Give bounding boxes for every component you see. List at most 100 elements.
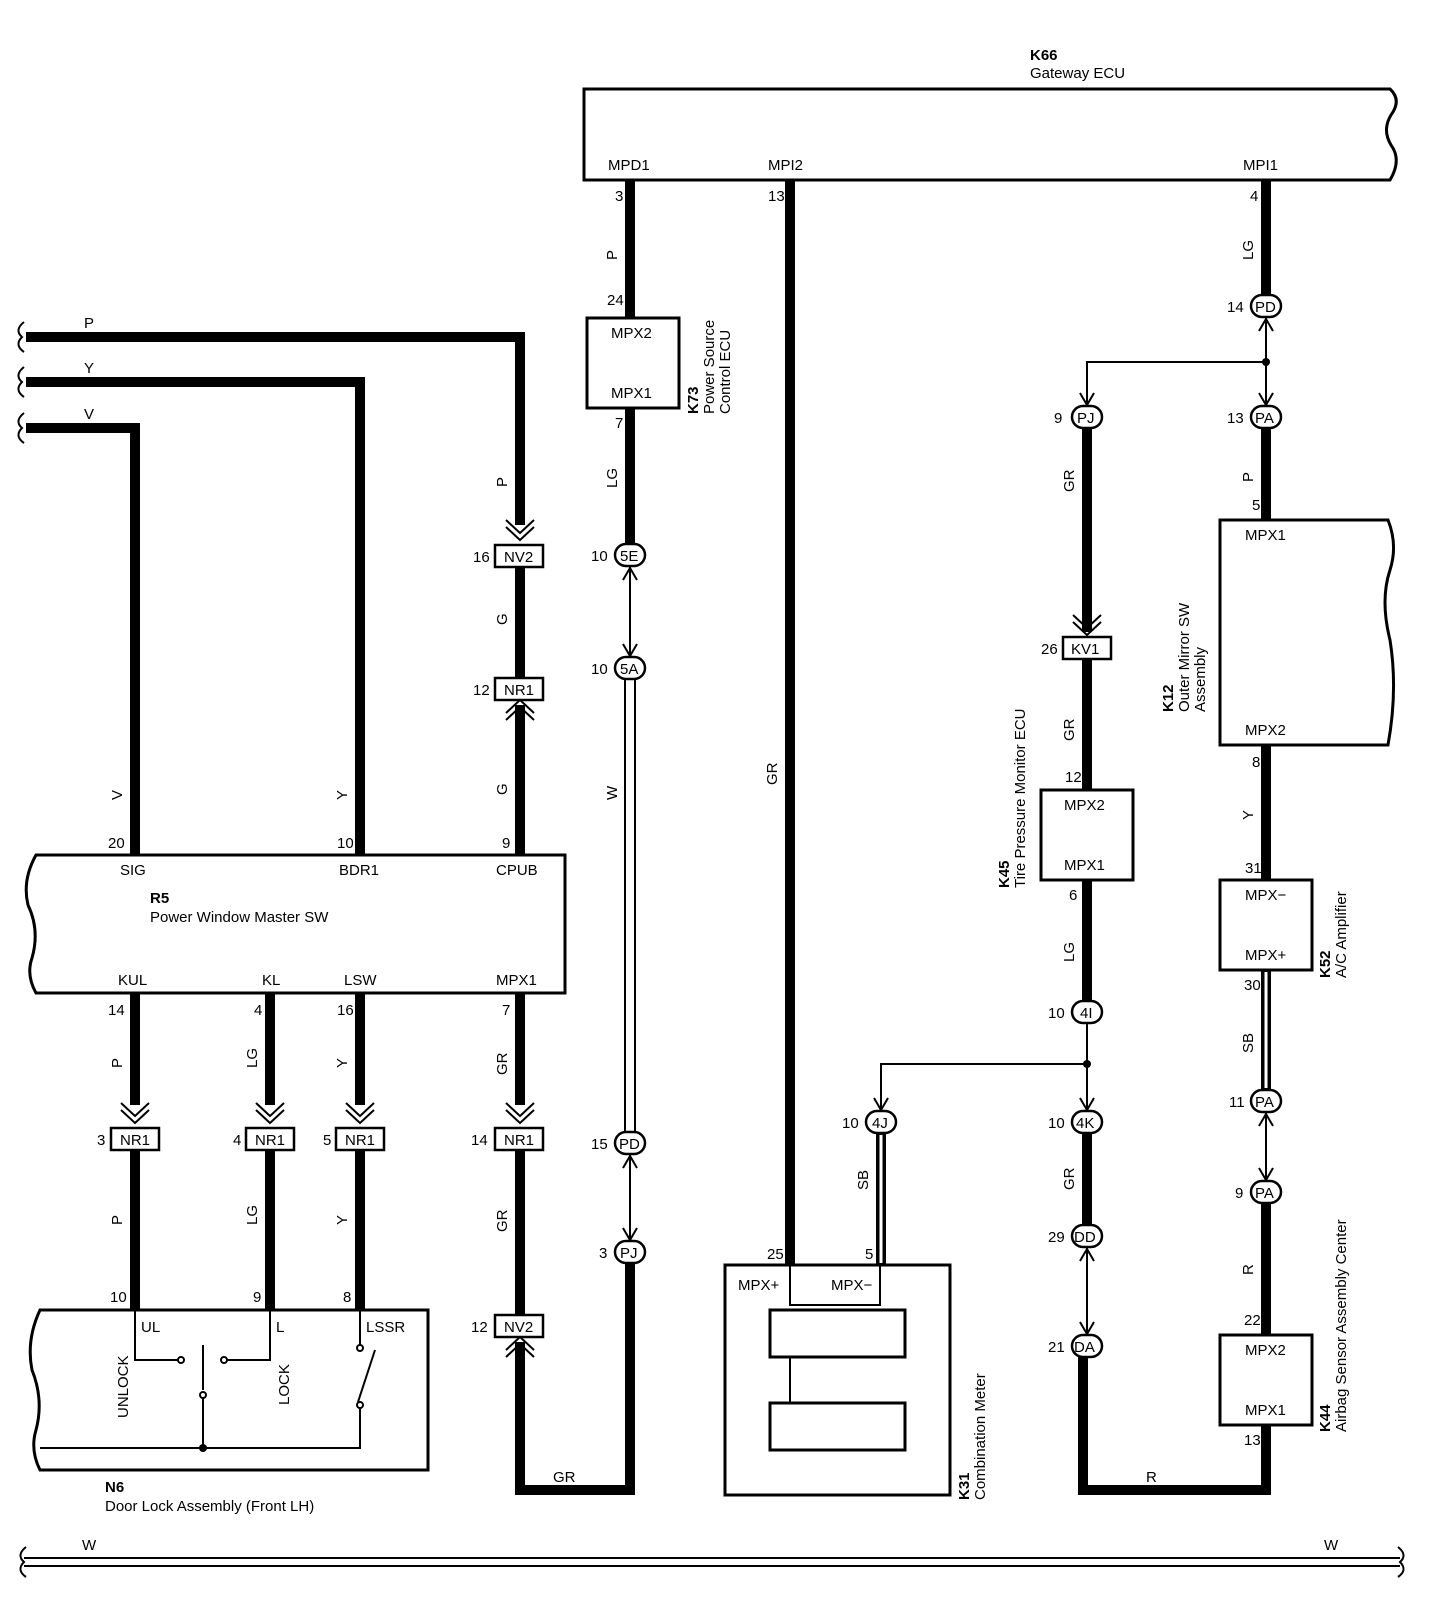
gateway-ecu-box: [582, 87, 1398, 182]
break-mark-y: [17, 366, 25, 398]
wire-color-bdr1-y: Y: [334, 790, 351, 800]
pin-nr1-d: 14: [471, 1132, 488, 1149]
connector-nr1-a-label: NR1: [120, 1132, 150, 1149]
ac-amplifier: 31 MPX− MPX+ K52 A/C Amplifier 30 SB PA …: [1218, 860, 1350, 1335]
wire-color-nr1-g: G: [494, 783, 511, 795]
junction-4k-label: 4K: [1076, 1115, 1094, 1132]
pin-nv2-lower: 12: [471, 1319, 488, 1336]
wire-color-k45-lg: LG: [1061, 942, 1078, 962]
junction-pj-right-label: PJ: [1077, 410, 1095, 427]
k73-box: [585, 316, 681, 410]
wire-color-bottom-w-left: W: [82, 1537, 97, 1554]
pin-kv1: 26: [1041, 641, 1058, 658]
n6-ul-line: [134, 1310, 178, 1361]
outer-mirror-sw: MPX1 MPX2 K12 Outer Mirror SW Assembly 8…: [1160, 518, 1396, 880]
door-lock-assembly: UL L LSSR UNLOCK LOCK N6 Door Lock Assem…: [28, 1308, 430, 1515]
wire-color-bottom-r: R: [1146, 1469, 1157, 1486]
r5-pin-kl: KL: [262, 972, 280, 989]
k52-code: K52: [1317, 950, 1334, 978]
pin-j4j: 10: [842, 1115, 859, 1132]
n6-name: Door Lock Assembly (Front LH): [105, 1498, 314, 1515]
pin-k12-top: 5: [1252, 497, 1260, 514]
wire-branch-4j: [880, 1063, 1087, 1110]
left-bus: P Y V: [17, 315, 525, 855]
wire-color-pj-gr: GR: [1061, 469, 1078, 492]
wire-color-bus-y: Y: [84, 360, 94, 377]
n6-lssr-pivot: [356, 1401, 364, 1409]
connector-nv2-upper-label: NV2: [504, 549, 533, 566]
r5-code: R5: [150, 890, 169, 907]
wire-bottom-gr: [515, 1263, 635, 1495]
n6-pin-l: L: [276, 1319, 284, 1336]
r5-pin-mpx1: MPX1: [496, 972, 537, 989]
k12-pin-bottom: MPX2: [1245, 722, 1286, 739]
wire-color-bottom-w-right: W: [1324, 1537, 1339, 1554]
n6-box: [28, 1308, 430, 1472]
r5-lower-wires: P LG Y NR1 3 NR1 4 NR1 5 P LG Y 10 9 8: [97, 993, 386, 1310]
pin-k73-bottom: 7: [615, 415, 623, 432]
pin-pj-mid: 3: [599, 1245, 607, 1262]
pin-mpd1: MPD1: [608, 157, 650, 174]
k31-display-lower: [768, 1401, 907, 1452]
k31-inner-lines: [789, 1265, 881, 1306]
wire-w-mid: [624, 679, 636, 1132]
pin-mpi2: MPI2: [768, 157, 803, 174]
pin-k44-bottom: 13: [1244, 1432, 1261, 1449]
pin-nr1-b: 4: [233, 1132, 241, 1149]
k12-name1: Outer Mirror SW: [1176, 602, 1193, 712]
arrow-nr1-b: [255, 1102, 285, 1125]
column-cpub: NV2 16 NR1 12 NR1 14 NV2 12 P G G GR GR …: [471, 477, 635, 1495]
wire-color-bottom-gr: GR: [553, 1469, 576, 1486]
junction-5a: [613, 655, 647, 681]
pin-k52-top: 31: [1245, 860, 1262, 877]
power-window-master-sw: SIG BDR1 CPUB R5 Power Window Master SW …: [24, 790, 567, 1019]
wire-color-lssr-y: Y: [334, 1215, 351, 1225]
splice-4i: [1083, 1060, 1091, 1068]
k44-pin-top: MPX2: [1245, 1342, 1286, 1359]
k12-name2: Assembly: [1192, 646, 1209, 712]
pin-j5a: 10: [591, 661, 608, 678]
junction-pa-11-label: PA: [1255, 1094, 1274, 1111]
wire-bottom-w: [24, 1557, 1400, 1567]
wire-bottom-r: [1078, 1357, 1271, 1495]
wire-color-lsw-y: Y: [334, 1058, 351, 1068]
pin-mpd1-num: 3: [615, 188, 623, 205]
pin-k31-minus: 5: [865, 1246, 873, 1263]
junction-4j-label: 4J: [872, 1115, 888, 1132]
column-mpi1: 4 LG PD 14 PA 13 P 5: [1079, 180, 1283, 520]
pin-sig: 20: [108, 835, 125, 852]
k52-pin-bottom: MPX+: [1245, 947, 1287, 964]
pin-nv2-upper: 16: [473, 549, 490, 566]
airbag-sensor: MPX2 MPX1 K44 Airbag Sensor Assembly Cen…: [1078, 1219, 1350, 1495]
pin-pa-13: 13: [1227, 410, 1244, 427]
wire-color-k73-lg: LG: [604, 468, 621, 488]
junction-da: [1070, 1333, 1104, 1359]
connector-nr1-d-label: NR1: [504, 1132, 534, 1149]
junction-pa-13-label: PA: [1255, 410, 1274, 427]
gateway-ecu-code: K66: [1030, 47, 1058, 64]
n6-pin-lssr: LSSR: [366, 1319, 405, 1336]
connector-nv2-lower-label: NV2: [504, 1319, 533, 1336]
wire-color-nv2-p: P: [494, 477, 511, 487]
pin-da: 21: [1048, 1339, 1065, 1356]
pin-k45-bottom: 6: [1069, 887, 1077, 904]
k31-pin-plus: MPX+: [738, 1277, 780, 1294]
pin-k73-top: 24: [607, 292, 624, 309]
k45-code: K45: [996, 860, 1013, 888]
r5-pin-kul: KUL: [118, 972, 147, 989]
wire-color-k52-sb: SB: [1240, 1033, 1257, 1053]
pin-mpx1-r5: 7: [502, 1002, 510, 1019]
junction-pj-mid-label: PJ: [620, 1245, 638, 1262]
n6-l-contact: [220, 1356, 228, 1364]
k44-name: Airbag Sensor Assembly Center: [1333, 1219, 1350, 1432]
wire-bus-p: [26, 332, 525, 525]
junction-pa-9-label: PA: [1255, 1185, 1274, 1202]
pin-l: 9: [253, 1289, 261, 1306]
wire-color-pa-p: P: [1240, 472, 1257, 482]
wire-color-4j-sb: SB: [855, 1170, 872, 1190]
k45-pin-bottom: MPX1: [1064, 857, 1105, 874]
junction-pj-mid: [613, 1239, 647, 1265]
pin-lsw: 16: [337, 1002, 354, 1019]
junction-5a-label: 5A: [620, 661, 638, 678]
connector-nr1-c-label: NR1: [345, 1132, 375, 1149]
